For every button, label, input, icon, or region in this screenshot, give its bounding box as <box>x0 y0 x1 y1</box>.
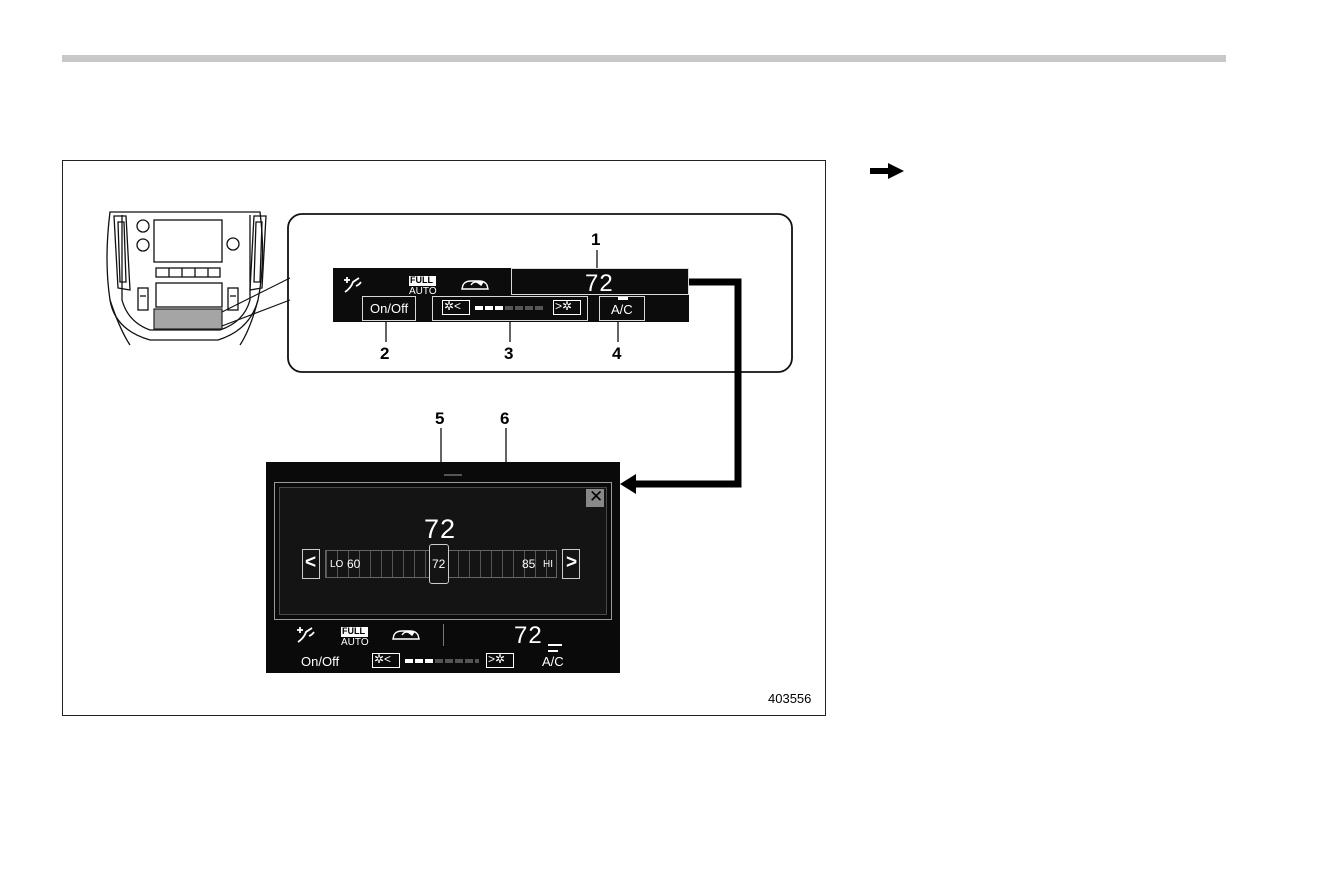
strip-temperature: 72 <box>585 270 614 298</box>
on-off-button-bottom[interactable]: On/Off <box>301 654 339 669</box>
bottom-temperature-underline <box>548 644 562 646</box>
screen-top-indicator <box>444 474 462 476</box>
callout-6: 6 <box>500 409 509 429</box>
popup-temperature: 72 <box>424 514 456 545</box>
scale-hi-label: HI <box>543 559 553 570</box>
climate-touchscreen: ✕ 72 < LO 60 72 85 HI > FULL AUTO 72 On/… <box>266 462 620 673</box>
figure-code: 403556 <box>768 691 811 706</box>
recirculation-icon[interactable] <box>459 276 491 292</box>
ac-indicator-bottom <box>548 650 558 652</box>
on-off-label: On/Off <box>370 301 408 316</box>
callout-2: 2 <box>380 344 389 364</box>
scale-max-label: 85 <box>522 557 535 571</box>
callout-5: 5 <box>435 409 444 429</box>
climate-strip: FULL AUTO 72 On/Off ✲< >✲ A/C <box>333 268 689 322</box>
scale-lo-label: LO <box>330 559 343 570</box>
full-label-bottom: FULL <box>342 626 365 636</box>
fan-level-fill-bottom <box>405 659 435 663</box>
callout-3: 3 <box>504 344 513 364</box>
auto-label-bottom: AUTO <box>341 637 369 648</box>
scale-current-label: 72 <box>432 557 445 571</box>
callout-4: 4 <box>612 344 621 364</box>
fan-level-fill <box>475 306 505 310</box>
airflow-mode-icon-bottom[interactable] <box>294 626 316 644</box>
airflow-mode-icon[interactable] <box>341 276 363 294</box>
recirculation-icon-bottom[interactable] <box>390 626 422 642</box>
ac-button-bottom[interactable]: A/C <box>542 654 564 669</box>
chevron-right-icon: > <box>566 552 577 574</box>
ac-indicator <box>618 297 628 300</box>
fan-increase-icon-bottom: >✲ <box>488 652 505 666</box>
full-label: FULL <box>410 275 433 285</box>
fan-decrease-icon: ✲< <box>444 299 461 313</box>
scale-min-label: 60 <box>347 557 360 571</box>
close-icon: ✕ <box>589 487 603 507</box>
chevron-left-icon: < <box>305 552 316 574</box>
callout-1: 1 <box>591 230 600 250</box>
bottom-temperature[interactable]: 72 <box>514 622 543 650</box>
fan-decrease-icon-bottom: ✲< <box>374 652 391 666</box>
bottom-divider <box>443 624 444 646</box>
ac-label: A/C <box>611 302 633 317</box>
fan-increase-icon: >✲ <box>555 299 572 313</box>
